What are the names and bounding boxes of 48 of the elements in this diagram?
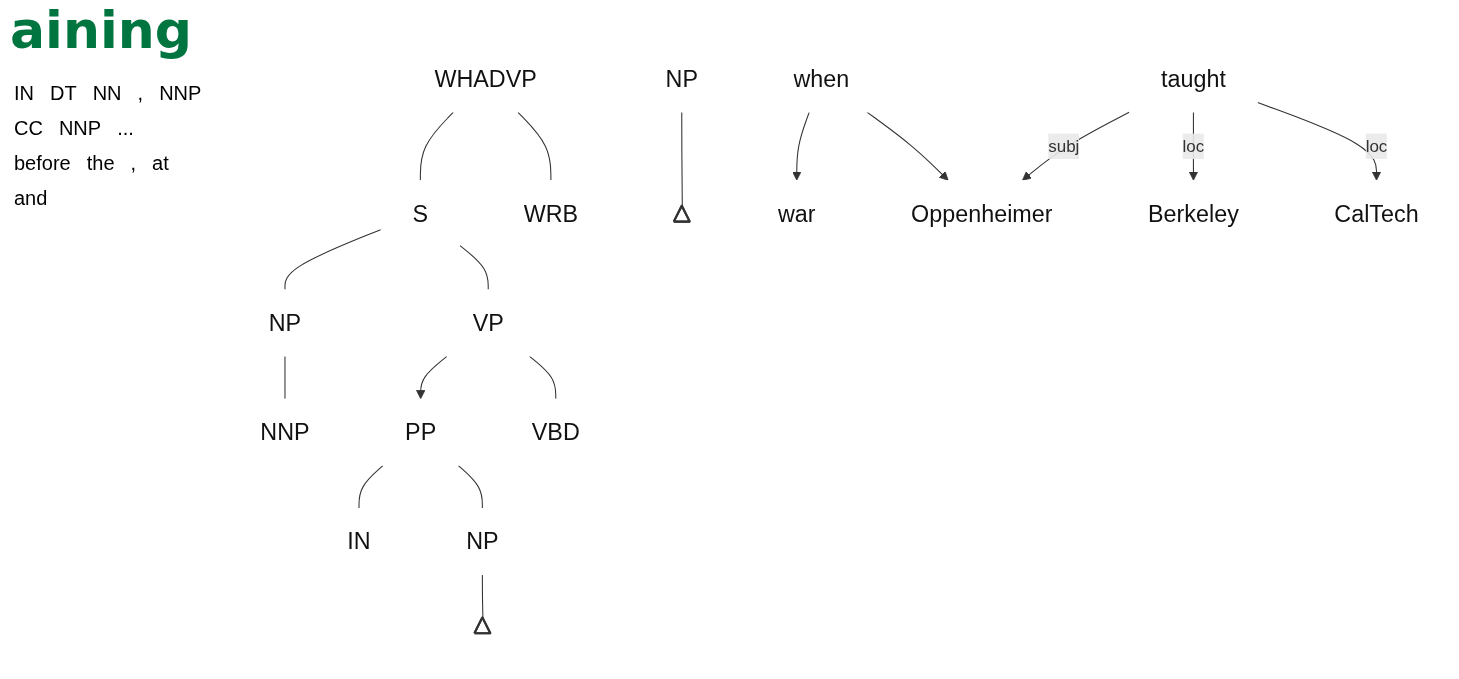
node-text: NP: [466, 528, 499, 555]
node-text: WHADVP: [434, 65, 537, 93]
node-text: when: [793, 65, 850, 93]
arrow: [416, 355, 448, 400]
tag-label: NNP: [57, 116, 103, 141]
node-text: IN: [347, 528, 371, 555]
connector: [358, 465, 384, 509]
node-text: VBD: [531, 419, 580, 446]
node-text: WRB: [523, 200, 579, 228]
node-text: NNP: [260, 419, 310, 446]
node-text: Berkeley: [1148, 200, 1239, 228]
tag-label: ,: [136, 81, 145, 106]
tag-label: ,: [129, 151, 138, 176]
connector: [457, 465, 483, 509]
tag-label: ...: [116, 116, 135, 141]
node-text: war: [777, 200, 816, 228]
node-text: CalTech: [1334, 200, 1419, 228]
connector: [284, 229, 382, 291]
node-text: S: [412, 200, 429, 228]
connector: [481, 574, 484, 619]
connector: [529, 355, 557, 400]
tag-label: before: [13, 151, 72, 176]
node-text: Oppenheimer: [911, 200, 1053, 228]
tag-label: and: [13, 186, 49, 211]
connector: [419, 111, 454, 181]
arrow: [866, 111, 949, 181]
node-text: NP: [268, 309, 302, 337]
node-text: NP: [665, 65, 698, 93]
tag-label: IN: [13, 81, 35, 106]
arrow: [1257, 102, 1382, 181]
node-text: VP: [472, 309, 504, 337]
arrow: [792, 111, 810, 181]
tag-label: NN: [91, 81, 123, 106]
edge-label: loc: [1182, 136, 1205, 155]
edge-label: loc: [1365, 136, 1388, 155]
tag-label: the: [85, 151, 116, 176]
edge-label: subj: [1048, 136, 1080, 155]
node-text: taught: [1160, 65, 1226, 93]
tag-label: NNP: [158, 81, 203, 106]
tag-label: CC: [13, 116, 44, 141]
arrow: [1022, 111, 1130, 181]
node-text: PP: [405, 419, 437, 446]
connector: [459, 245, 489, 291]
tag-label: at: [151, 151, 170, 176]
title: aining: [10, 0, 192, 60]
connector: [681, 111, 683, 207]
tag-label: DT: [49, 81, 78, 106]
connector: [517, 111, 552, 181]
